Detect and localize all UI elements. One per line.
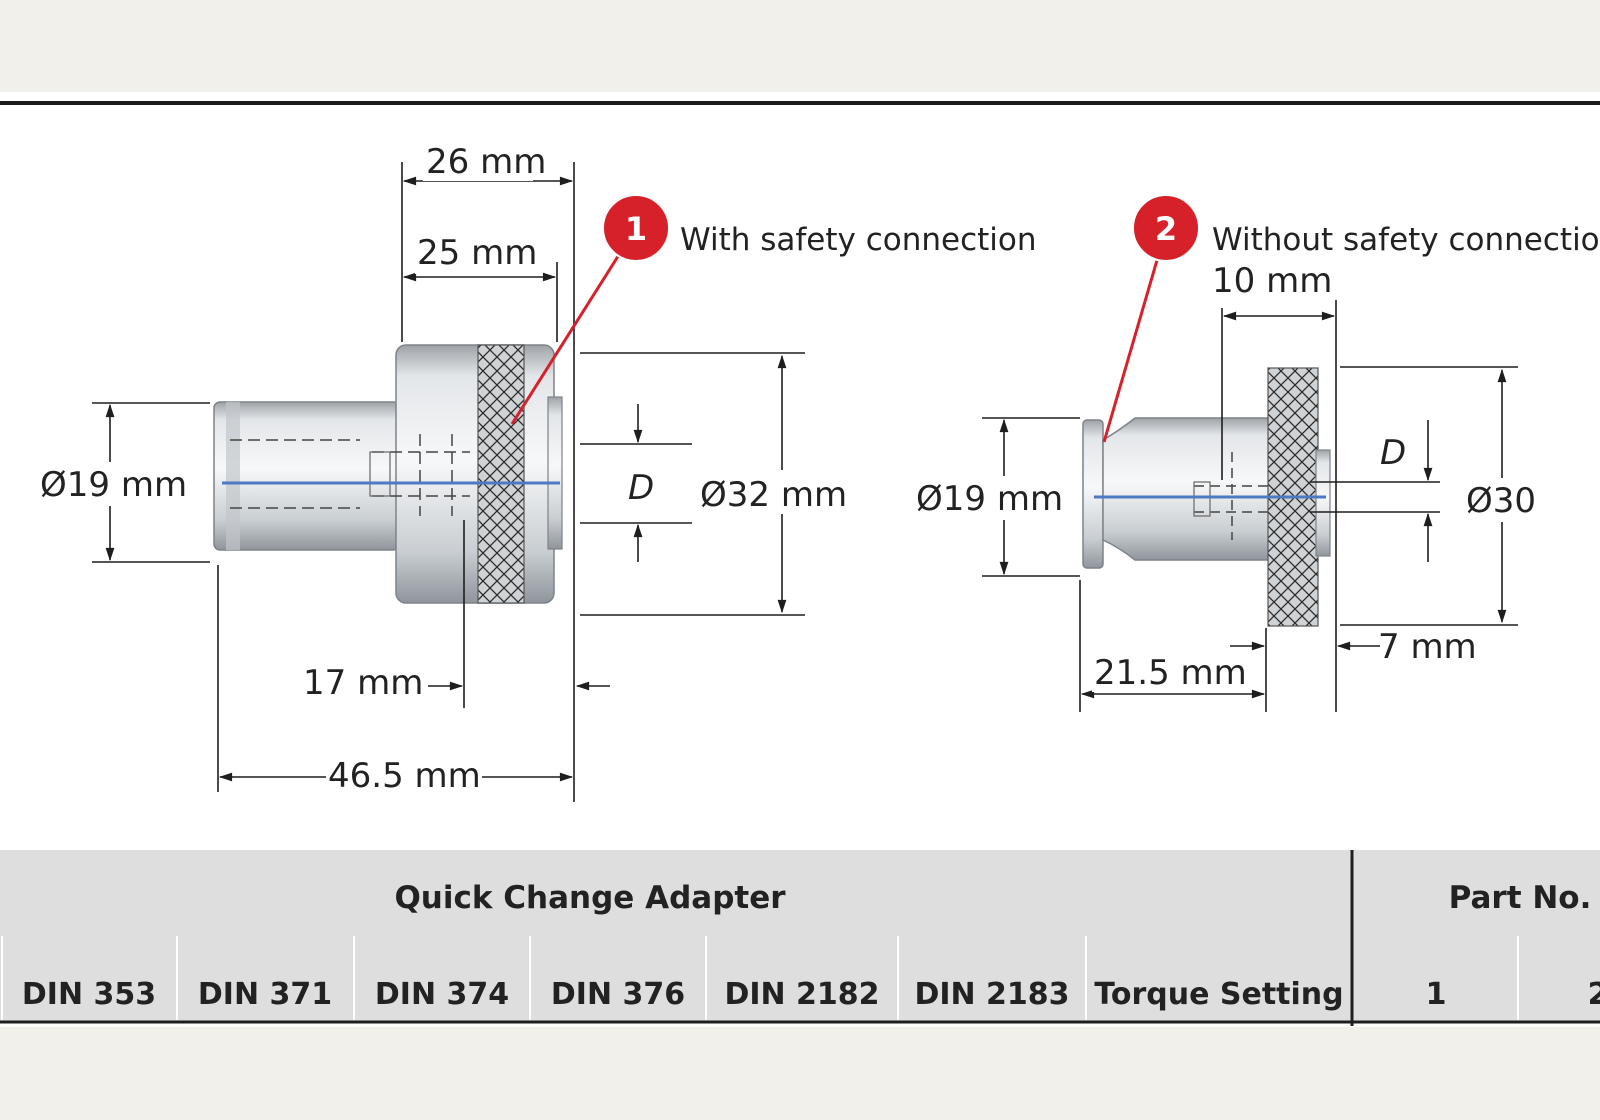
dim-dia30: Ø30 <box>1466 481 1536 521</box>
adapter-table: Quick Change Adapter Part No. DIN 353 DI… <box>0 850 1600 1026</box>
callout-1: 1 With safety connection <box>510 194 1037 425</box>
adapter-2-labels: 10 mm Ø19 mm D Ø30 21.5 mm 7 mm <box>914 261 1548 693</box>
callout-2-badge <box>1132 194 1200 262</box>
callout-2-number: 2 <box>1155 210 1177 248</box>
dim-17mm: 17 mm <box>303 663 423 703</box>
adapter-1-dimension-lines <box>92 162 805 802</box>
dim-dia19-a: Ø19 mm <box>40 465 187 505</box>
col-part-1: 1 <box>1426 977 1447 1012</box>
dim-25mm: 25 mm <box>417 233 537 273</box>
dim-bore-d-a: D <box>628 468 654 508</box>
adapter-1-labels: 26 mm 25 mm Ø19 mm D Ø32 mm 17 mm 46.5 m… <box>40 141 858 798</box>
col-din-376: DIN 376 <box>551 977 685 1012</box>
callout-2-label: Without safety connectio <box>1212 222 1600 258</box>
col-din-2182: DIN 2182 <box>724 977 879 1012</box>
dim-bore-d-b: D <box>1380 433 1406 473</box>
table-group-header: Quick Change Adapter <box>394 880 786 916</box>
table-header-background <box>0 850 1600 1022</box>
callout-1-label: With safety connection <box>680 222 1037 258</box>
col-part-2: 2 <box>1588 977 1600 1012</box>
dim-dia32: Ø32 mm <box>700 475 847 515</box>
col-torque-setting: Torque Setting <box>1094 977 1343 1012</box>
adapter-2-body <box>1082 367 1331 627</box>
col-din-371: DIN 371 <box>198 977 332 1012</box>
table-part-header: Part No. <box>1449 880 1592 916</box>
col-din-2183: DIN 2183 <box>914 977 1069 1012</box>
dim-10mm: 10 mm <box>1212 261 1332 301</box>
callout-1-badge <box>602 194 670 262</box>
dim-7mm: 7 mm <box>1378 627 1477 667</box>
top-rule <box>0 101 1600 105</box>
callout-1-number: 1 <box>625 210 647 248</box>
callout-2: 2 Without safety connectio <box>1102 194 1600 443</box>
dim-21-5mm: 21.5 mm <box>1094 653 1247 693</box>
dim-26mm: 26 mm <box>426 142 546 182</box>
col-din-353: DIN 353 <box>22 977 156 1012</box>
dim-dia19-b: Ø19 mm <box>916 479 1063 519</box>
col-din-374: DIN 374 <box>375 977 509 1012</box>
dim-46-5mm: 46.5 mm <box>328 756 481 796</box>
adapter-1-body <box>213 344 563 604</box>
